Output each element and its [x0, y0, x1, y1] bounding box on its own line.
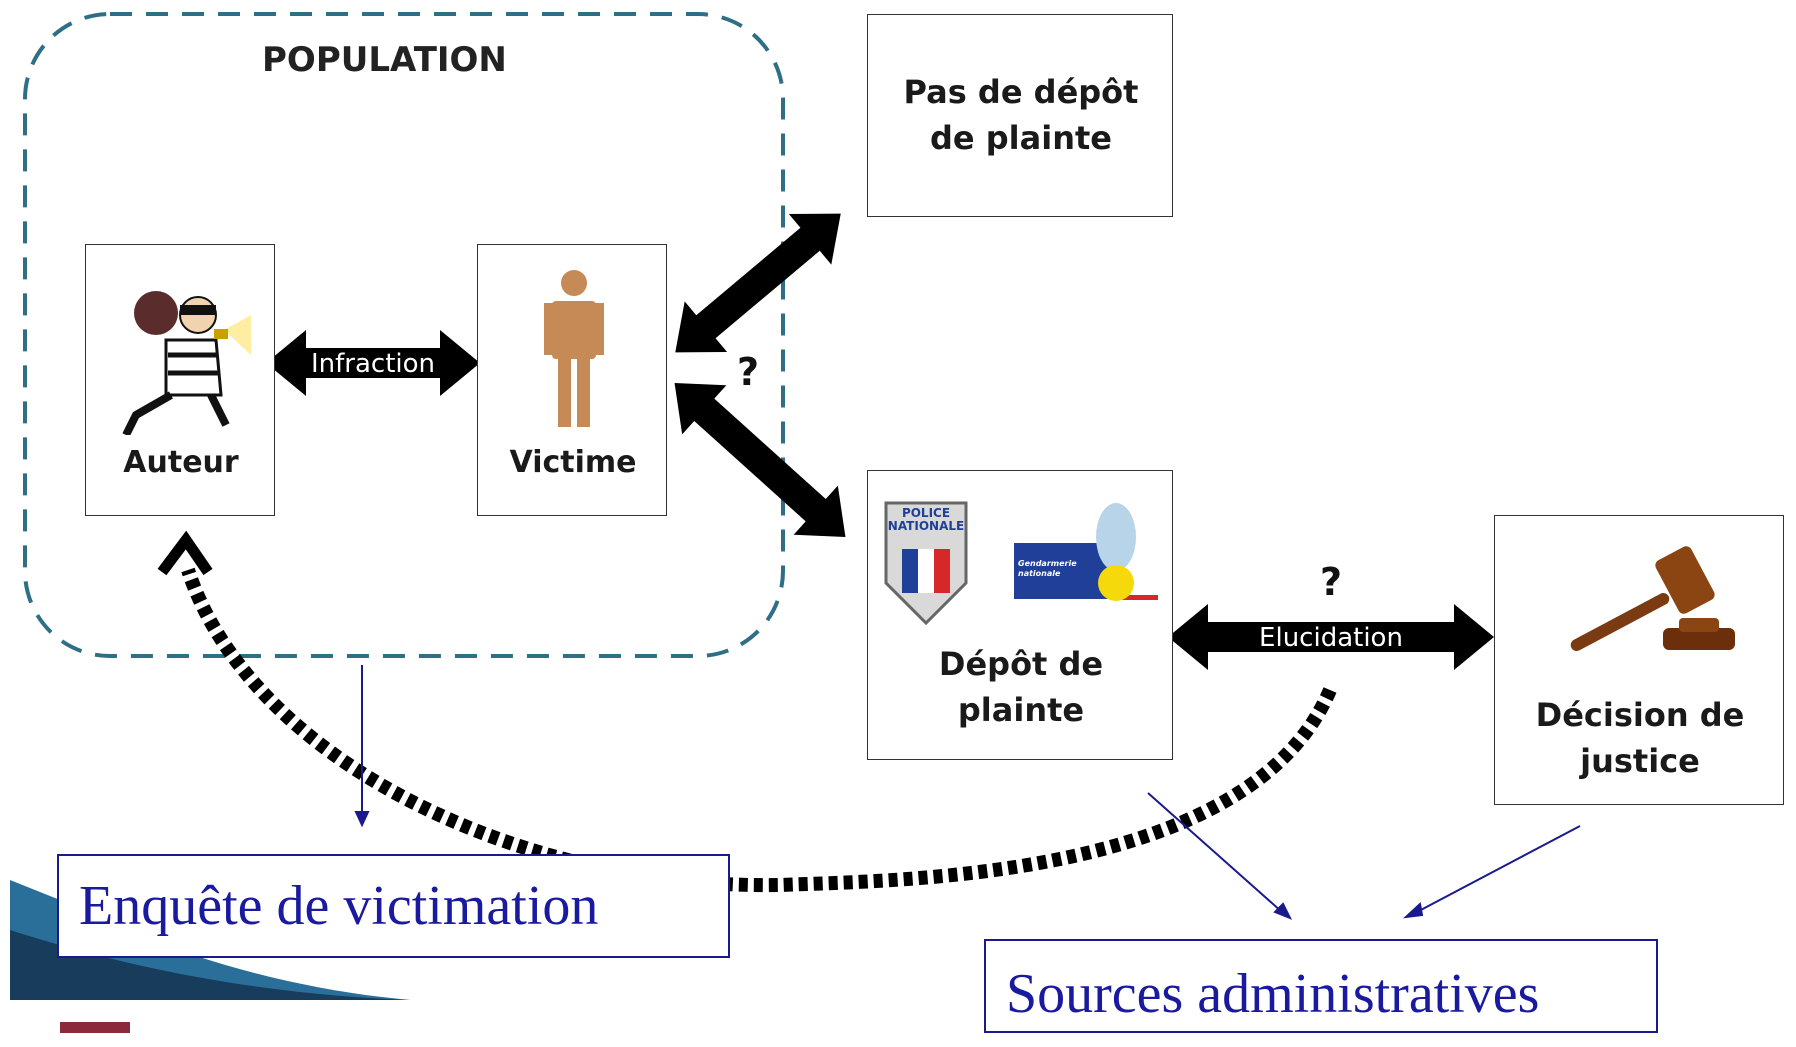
- bottom-logo-fragment: [60, 1022, 130, 1033]
- question-mark-1: ?: [737, 350, 759, 394]
- admin-sources-box: Sources administratives: [984, 939, 1658, 1033]
- victime-box: Victime: [477, 244, 667, 516]
- thief-icon: [122, 291, 251, 435]
- elucidation-label: Elucidation: [1259, 623, 1403, 653]
- victim-figure-icon: [544, 270, 604, 427]
- auteur-box: Auteur: [85, 244, 275, 516]
- police-line1: POLICE: [901, 506, 951, 520]
- victime-depot-arrow: [674, 383, 846, 537]
- victime-pas-depot-arrow: [675, 213, 841, 353]
- pas-depot-box: Pas de dépôt de plainte: [867, 14, 1173, 217]
- population-title: POPULATION: [262, 40, 507, 80]
- auteur-label: Auteur: [123, 445, 239, 480]
- feedback-arrowhead: [157, 530, 213, 576]
- gendarmerie-line2: nationale: [1018, 569, 1061, 578]
- source-pointers: [354, 665, 1581, 920]
- gendarmerie-line1: Gendarmerie: [1018, 559, 1077, 568]
- population-boundary: [23, 12, 785, 658]
- elucidation-arrow: [1168, 604, 1494, 670]
- police-line2: NATIONALE: [887, 519, 965, 533]
- pas-depot-label: Pas de dépôt de plainte: [903, 73, 1139, 157]
- victimation-survey-box: Enquête de victimation: [57, 854, 730, 958]
- gendarmerie-logo-icon: Gendarmerie nationale: [1014, 501, 1164, 611]
- infraction-label: Infraction: [311, 349, 435, 379]
- decision-label: Décision de justice: [1535, 696, 1745, 780]
- decision-box: Décision de justice: [1494, 515, 1784, 805]
- depot-label: Dépôt de plainte: [938, 645, 1104, 729]
- question-mark-2: ?: [1320, 560, 1342, 604]
- infraction-arrow: [266, 330, 480, 396]
- police-badge-icon: POLICE NATIONALE: [880, 497, 972, 627]
- depot-box: POLICE NATIONALE Gendarmerie nationale D…: [867, 470, 1173, 760]
- gavel-icon: [1570, 546, 1735, 652]
- victime-label: Victime: [509, 445, 637, 480]
